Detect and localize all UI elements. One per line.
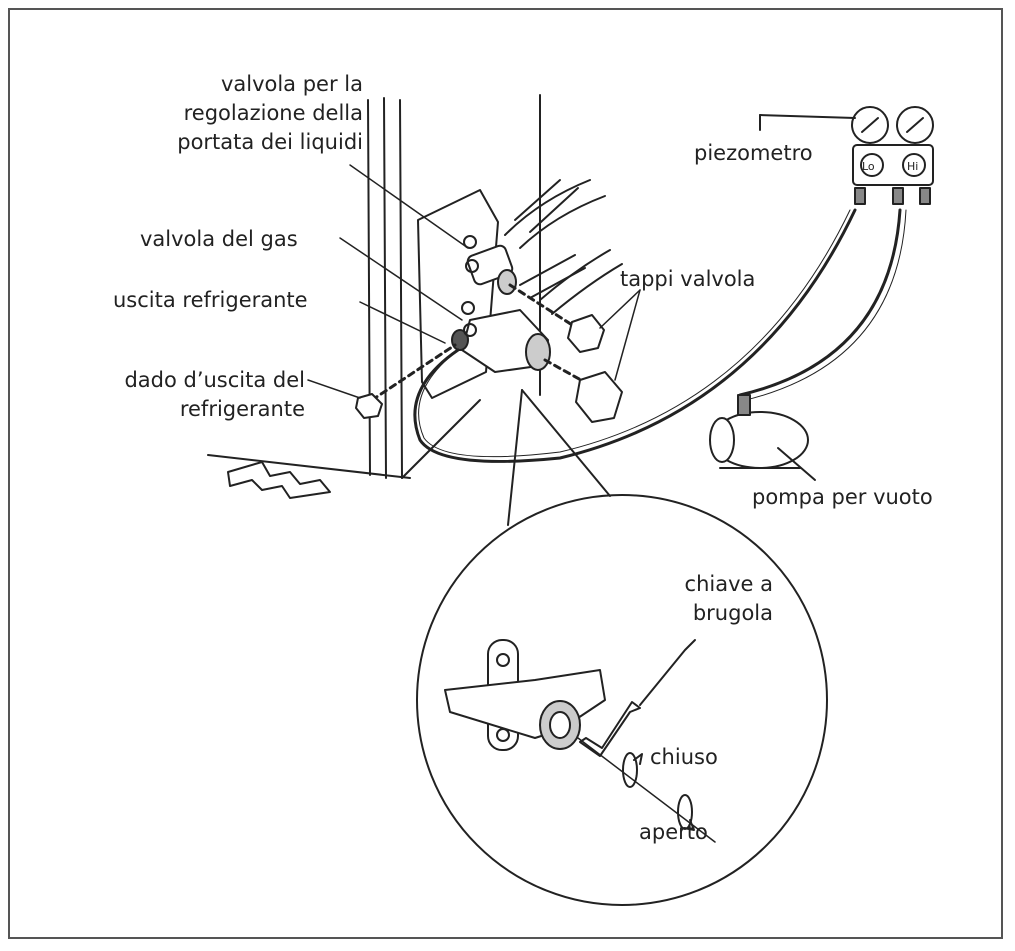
gas-valve	[451, 301, 551, 373]
pipes	[504, 179, 623, 315]
leader-lines	[307, 164, 641, 399]
rotation-arrow-open	[677, 794, 695, 831]
vacuum-pump-drawing	[709, 394, 816, 481]
charging-hose	[413, 208, 857, 463]
rotation-arrow-close	[622, 752, 643, 788]
outlet-nut-piece	[355, 393, 383, 419]
detail-magnifier	[416, 494, 828, 906]
open-label: aperto	[639, 820, 708, 844]
gauge-manifold	[759, 106, 934, 205]
valve-cap-large	[575, 371, 623, 423]
liquid-valve	[463, 235, 517, 295]
valve-caps-label: tappi valvola	[620, 267, 756, 291]
allen-key-label: chiave a brugola	[684, 572, 773, 625]
liquid-valve-label: valvola per la regolazione della portata…	[177, 72, 363, 154]
outlet-nut-label: dado d’uscita del refrigerante	[124, 368, 305, 421]
valve-cap-small	[567, 314, 605, 353]
allen-key-drawing	[579, 701, 641, 757]
refrigerant-outlet-label: uscita refrigerante	[113, 288, 308, 312]
vacuum-pump-label: pompa per vuoto	[752, 485, 933, 509]
gauge-label: piezometro	[694, 141, 813, 165]
closed-label: chiuso	[650, 745, 718, 769]
detail-valve	[444, 639, 606, 751]
diagram-frame	[8, 8, 1003, 939]
gauge-hi-label: Hi	[907, 160, 919, 173]
gauge-lo-label: Lo	[862, 160, 875, 173]
gas-valve-label: valvola del gas	[140, 227, 298, 251]
